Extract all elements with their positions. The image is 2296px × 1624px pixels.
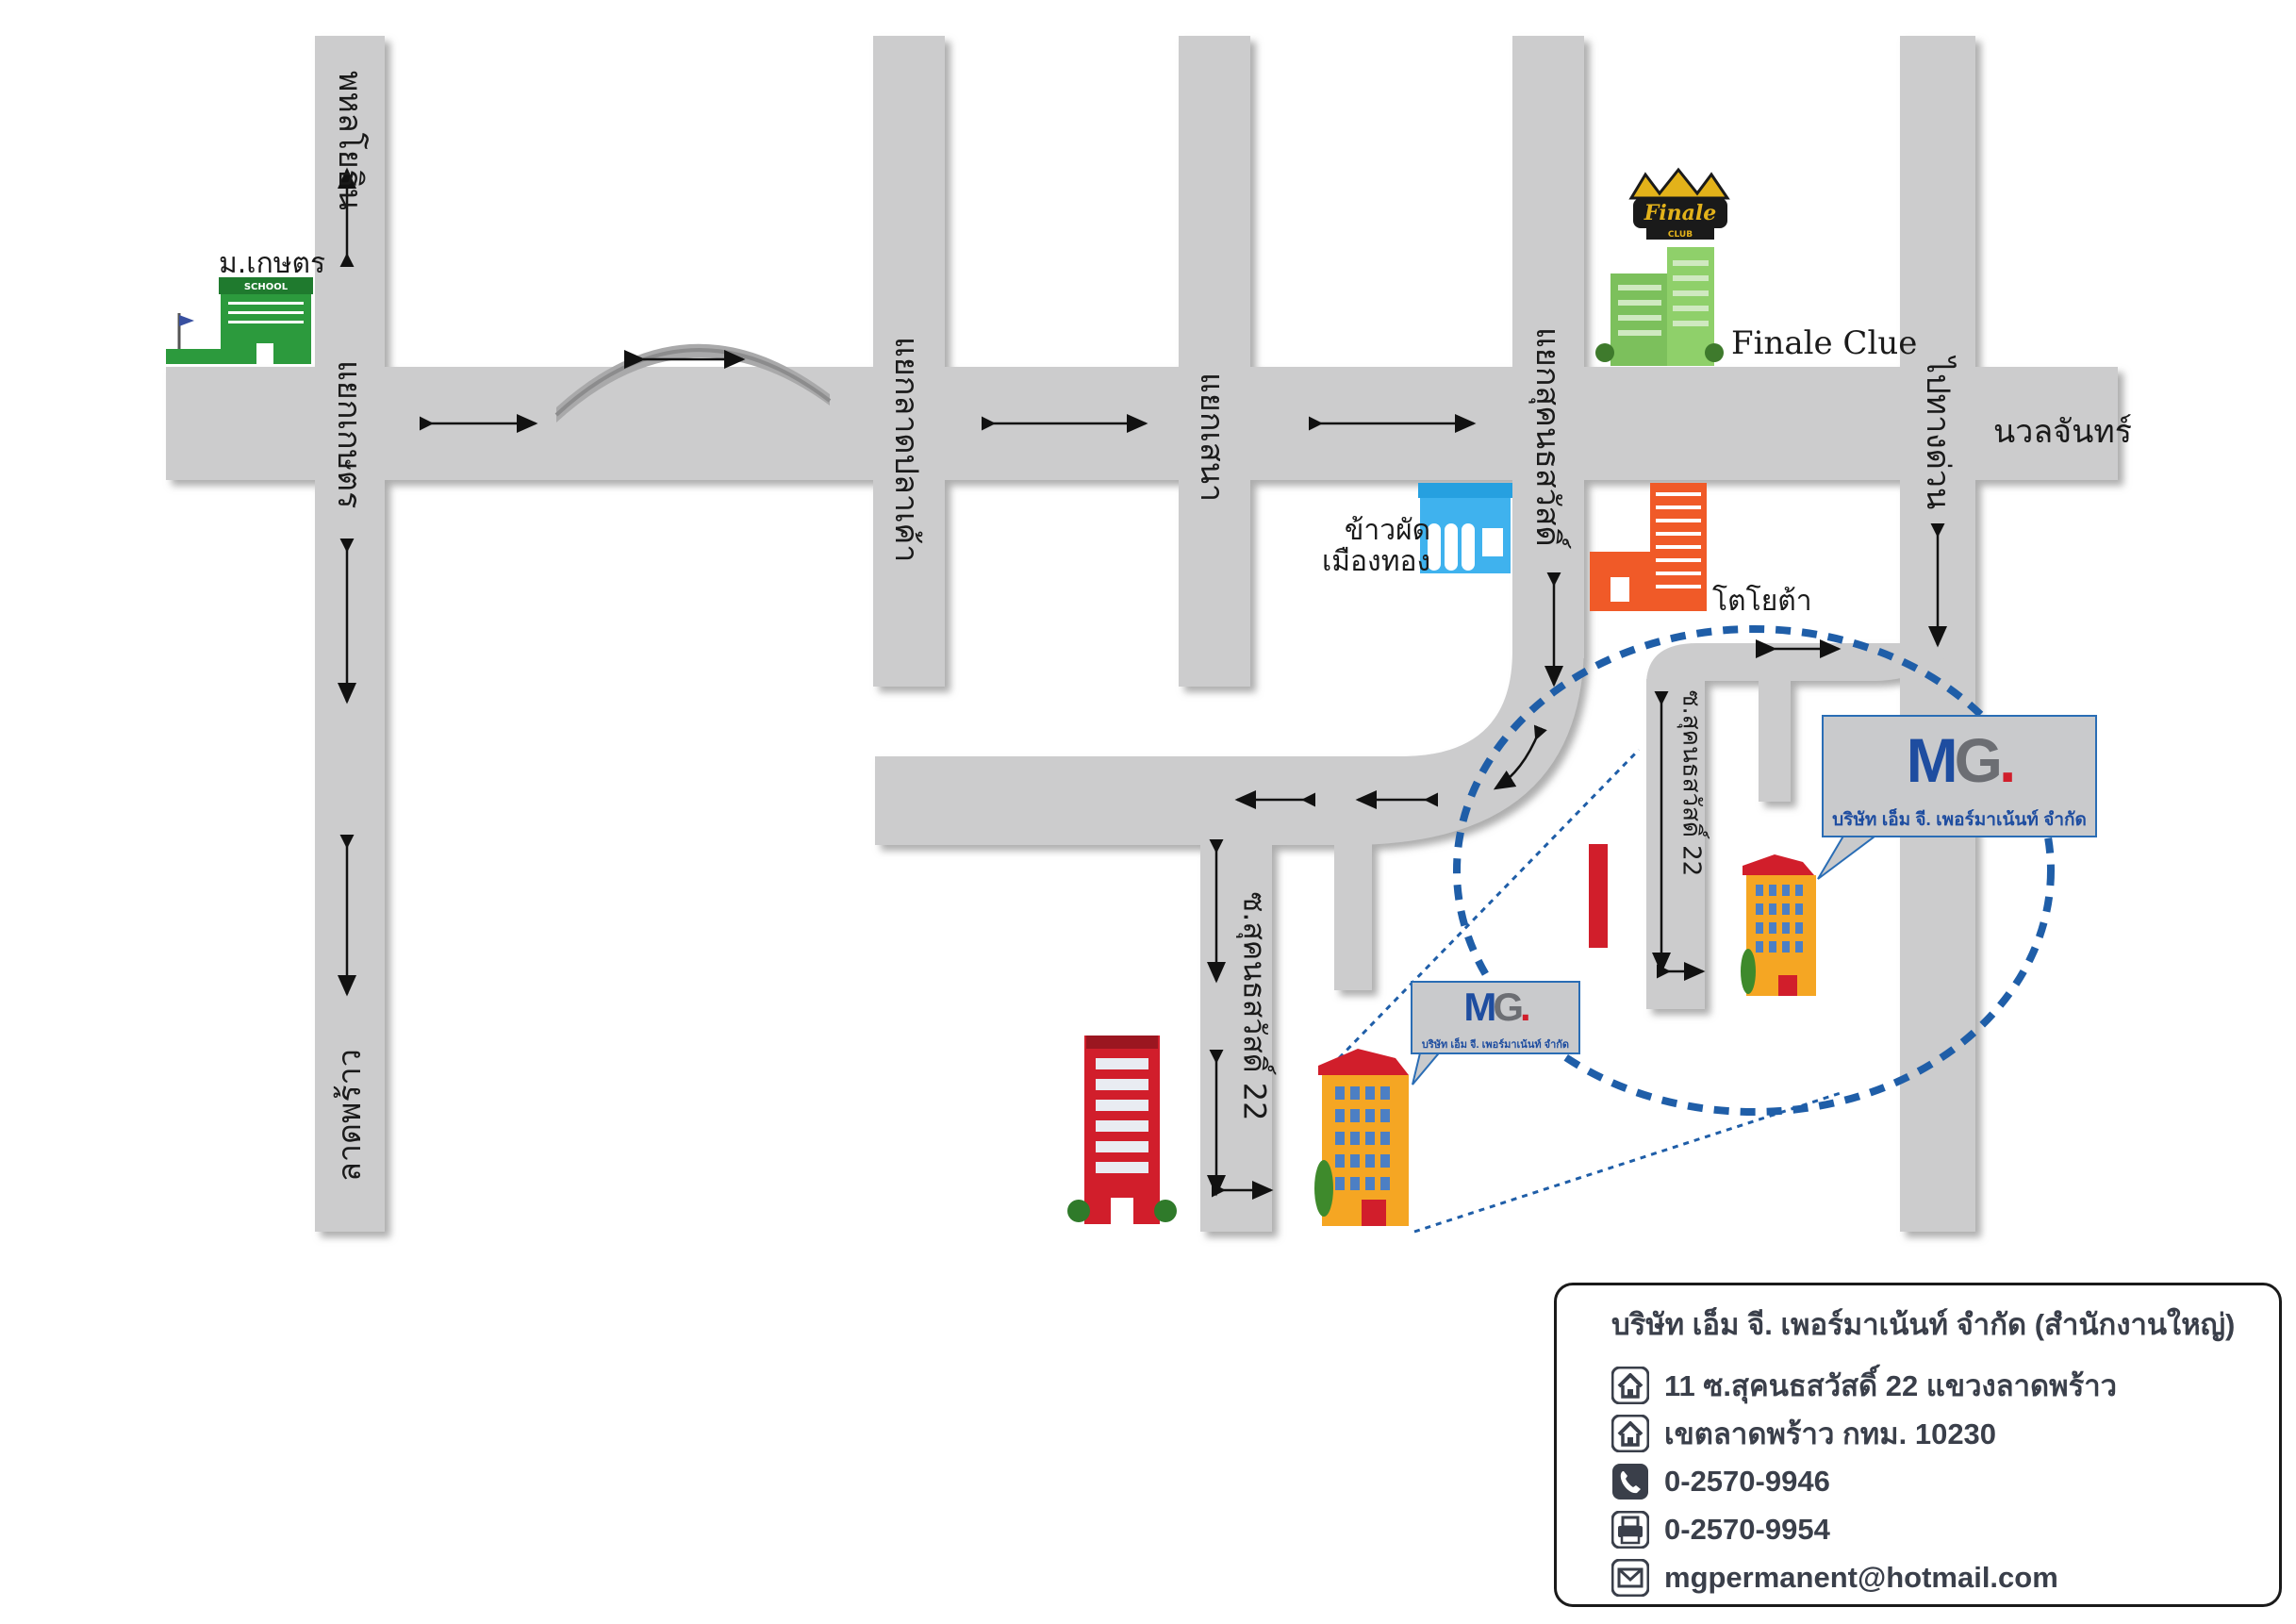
mid3-vertical-road — [1512, 36, 1584, 658]
mid1-vertical-road — [873, 36, 945, 687]
label-toyota: โตโยต้า — [1712, 585, 1812, 618]
rice-shop-icon — [1418, 483, 1512, 573]
finale-crown-icon — [1628, 167, 1730, 240]
school-sign: SCHOOL — [244, 282, 289, 292]
label-rice-shop-line2: เมืองทอง — [1322, 545, 1431, 578]
home-icon — [1611, 1414, 1649, 1452]
zoom-circle — [1453, 625, 2055, 1116]
address-line-2-text: เขตลาดพร้าว กทม. 10230 — [1664, 1417, 1997, 1450]
finale-crown-text: Finale — [1644, 201, 1717, 225]
road-label-sukhonthasawat: แยกสุคนธสวัสดิ์ — [1528, 327, 1566, 547]
road-label-kaset-intersection: แยกเกษตร — [330, 360, 368, 509]
finale-building-icon — [1595, 247, 1724, 366]
mg-logo-g: G — [1493, 985, 1524, 1029]
address-line-2: เขตลาดพร้าว กทม. 10230 — [1611, 1409, 2260, 1457]
home-icon — [1611, 1366, 1649, 1404]
toyota-building-icon — [1590, 483, 1707, 611]
mg-logo-zoom: MG. — [1824, 724, 2095, 796]
road-label-ladprao: ลาดพร้าว — [331, 1049, 369, 1182]
mg-callout-small: MG. บริษัท เอ็ม จี. เพอร์มาเน้นท์ จำกัด — [1411, 981, 1580, 1054]
red-tower-icon — [1067, 1036, 1177, 1224]
address-line-1: 11 ซ.สุคนธสวัสดิ์ 22 แขวงลาดพร้าว — [1611, 1361, 2260, 1409]
road-label-expressway: ไปทางด่วน — [1919, 357, 1957, 510]
mid2-vertical-road — [1179, 36, 1250, 687]
mg-logo-small: MG. — [1412, 985, 1578, 1030]
label-rice-shop-line1: ข้าวผัด — [1344, 514, 1431, 547]
email-row: mgpermanent@hotmail.com — [1611, 1553, 2260, 1601]
label-rice-shop: ข้าวผัด เมืองทอง — [1322, 515, 1430, 577]
fax-text: 0-2570-9954 — [1664, 1512, 1830, 1546]
zoom-stub-road — [1759, 679, 1791, 802]
zoom-connector-bottom — [1413, 1090, 1844, 1234]
fax-icon — [1611, 1510, 1649, 1549]
phone-icon — [1612, 1463, 1648, 1500]
zoom-red-tower-icon — [1589, 844, 1608, 948]
label-finale-clue: Finale Clue — [1731, 324, 1918, 362]
company-title: บริษัท เอ็ม จี. เพอร์มาเน้นท์ จำกัด (สำน… — [1611, 1308, 2236, 1341]
road-label-sena: แยกเสนา — [1193, 373, 1231, 503]
road-network — [166, 36, 2118, 1232]
email-icon — [1611, 1558, 1649, 1597]
fax-row: 0-2570-9954 — [1611, 1505, 2260, 1553]
zoom-connector-top — [1337, 748, 1641, 1060]
email-text: mgpermanent@hotmail.com — [1664, 1560, 2058, 1594]
mg-logo-zoom-g: G — [1954, 725, 2003, 795]
address-line-1-text: 11 ซ.สุคนธสวัสดิ์ 22 แขวงลาดพร้าว — [1664, 1368, 2118, 1402]
road-label-lad-pla-khao: แยกลาดปลาเค้า — [887, 337, 925, 563]
road-label-phahonyothin: พหลโยธิน — [331, 71, 369, 210]
zoom-mg-building-icon — [1741, 854, 1816, 996]
mg-logo-zoom-dot: . — [1998, 725, 2016, 795]
mg-logo-m: M — [1463, 985, 1496, 1029]
contact-info-box: บริษัท เอ็ม จี. เพอร์มาเน้นท์ จำกัด (สำน… — [1554, 1283, 2282, 1607]
road-label-zoom-soi-22: ซ.สุคนธสวัสดิ์ 22 — [1677, 689, 1706, 877]
label-kasetsart: ม.เกษตร — [219, 247, 326, 280]
road-label-nuanchan: นวลจันทร์ — [1993, 413, 2133, 451]
mg-building-icon — [1314, 1049, 1409, 1226]
mg-callout-zoom: MG. บริษัท เอ็ม จี. เพอร์มาเน้นท์ จำกัด — [1822, 715, 2097, 837]
phone-text: 0-2570-9946 — [1664, 1464, 1830, 1498]
stub-road — [1334, 839, 1372, 990]
phone-row: 0-2570-9946 — [1611, 1457, 2260, 1505]
traffic-arrows — [338, 167, 1947, 1200]
road-label-soi-22: ซ.สุคนธสวัสดิ์ 22 — [1236, 891, 1273, 1121]
mg-callout-zoom-name: บริษัท เอ็ม จี. เพอร์มาเน้นท์ จำกัด — [1832, 810, 2087, 830]
school-building-icon — [166, 277, 313, 364]
finale-crown-small-text: CLUB — [1668, 230, 1693, 240]
mg-logo-dot: . — [1520, 985, 1531, 1029]
mg-logo-zoom-m: M — [1906, 725, 1958, 795]
mg-callout-small-name: บริษัท เอ็ม จี. เพอร์มาเน้นท์ จำกัด — [1421, 1039, 1570, 1051]
